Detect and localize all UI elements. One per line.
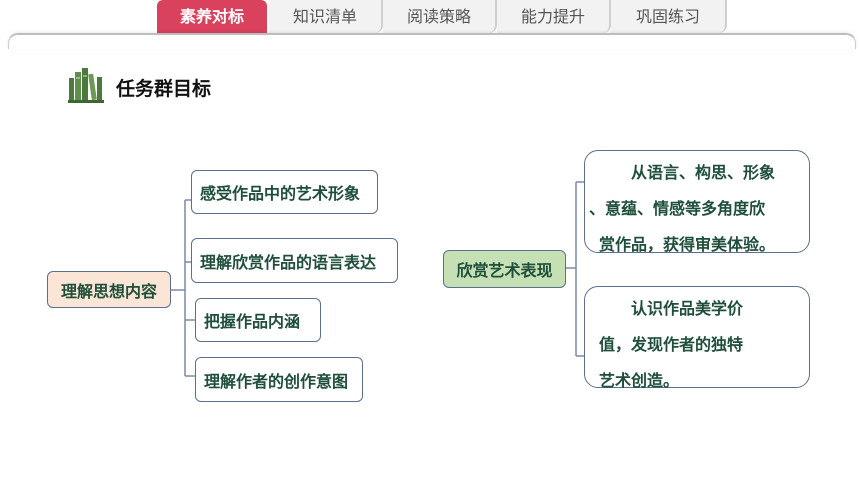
para-line: 值，发现作者的独特 [599, 335, 744, 354]
tab-consolidation-practice[interactable]: 巩固练习 [611, 0, 727, 33]
branch-art-image: 感受作品中的艺术形象 [191, 170, 378, 214]
branch-aesthetic-experience: 从语言、构思、形象 、意蕴、情感等多角度欣 赏作品，获得审美体验。 [584, 150, 810, 254]
branch-author-intent: 理解作者的创作意图 [195, 357, 363, 402]
tab-ability-improvement[interactable]: 能力提升 [497, 0, 611, 33]
mindmap-root-appreciate-art: 欣赏艺术表现 [443, 250, 566, 288]
para-line: 赏作品，获得审美体验。 [599, 235, 776, 254]
branch-language-expression: 理解欣赏作品的语言表达 [191, 238, 398, 283]
para-line: 、意蕴、情感等多角度欣 [589, 199, 766, 218]
para-line: 艺术创造。 [599, 371, 680, 390]
tab-bar: 素养对标 知识清单 阅读策略 能力提升 巩固练习 [157, 0, 737, 34]
tab-reading-strategy[interactable]: 阅读策略 [383, 0, 497, 33]
mindmap-root-understand-content: 理解思想内容 [47, 271, 171, 308]
tab-knowledge-list[interactable]: 知识清单 [269, 0, 383, 33]
section-title: 任务群目标 [116, 78, 212, 100]
branch-aesthetic-value: 认识作品美学价 值，发现作者的独特 艺术创造。 [584, 286, 810, 390]
header-divider [8, 33, 856, 49]
books-icon [68, 68, 104, 103]
para-line: 从语言、构思、形象 [631, 163, 776, 182]
para-line: 认识作品美学价 [631, 299, 744, 318]
tab-literacy-standards[interactable]: 素养对标 [157, 0, 267, 33]
branch-work-connotation: 把握作品内涵 [195, 298, 321, 342]
